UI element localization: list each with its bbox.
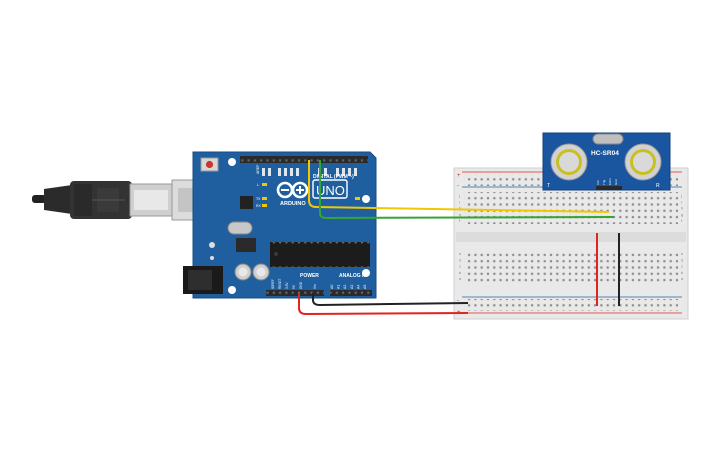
svg-text:L: L xyxy=(257,183,259,187)
digital-label: DIGITAL (PWM ~) xyxy=(313,174,354,180)
row-letter: d xyxy=(459,257,461,262)
analog-pin-label: A3 xyxy=(350,285,354,289)
led-tx: TX xyxy=(256,197,267,201)
row-letter: g xyxy=(681,212,683,217)
sensor-pin-label: Vcc xyxy=(596,179,600,185)
mark-t: T xyxy=(547,183,550,189)
row-letter: h xyxy=(681,206,683,211)
reset-button[interactable] xyxy=(200,157,219,172)
wires xyxy=(298,160,620,316)
model-label: UNO xyxy=(316,183,345,198)
analog-pin-label: A5 xyxy=(363,285,367,289)
svg-text:ON: ON xyxy=(362,197,368,201)
vin-label: Vin xyxy=(313,284,317,289)
transducer-t xyxy=(550,143,588,181)
wire-red-power xyxy=(298,293,469,316)
analog-pin-label: A2 xyxy=(343,285,347,289)
row-letter: a xyxy=(459,276,462,281)
row-letter: f xyxy=(459,218,461,223)
rail-minus-label: - xyxy=(457,183,459,189)
led-rx: RX xyxy=(256,204,267,208)
rail-plus-label: + xyxy=(457,173,461,179)
arduino-uno-board: AREF DIGITAL (PWM ~) ARDUINO UNO L TX RX xyxy=(183,151,377,299)
row-letter: j xyxy=(458,193,460,198)
row-letter: c xyxy=(459,264,461,269)
mounting-hole xyxy=(228,158,236,166)
svg-text:RX: RX xyxy=(256,204,262,208)
ioref-label: IOREF xyxy=(271,279,275,289)
mounting-hole xyxy=(228,286,236,294)
reset-label: RESET xyxy=(278,278,282,289)
atmega-chip xyxy=(270,242,370,267)
brand-label: ARDUINO xyxy=(280,201,306,207)
mounting-hole xyxy=(362,195,370,203)
row-letter: e xyxy=(681,251,684,256)
row-letter: e xyxy=(459,251,462,256)
aref-label: AREF xyxy=(256,165,260,174)
sensor-model: HC-SR04 xyxy=(591,150,619,157)
row-letter: h xyxy=(459,206,461,211)
rail-minus-label-bottom: - xyxy=(457,298,459,304)
analog-pin-label: A0 xyxy=(330,285,334,289)
sensor-pin-label: Gnd xyxy=(614,179,618,185)
wire-yellow xyxy=(308,160,610,213)
row-letter: i xyxy=(459,199,460,204)
transducer-r xyxy=(624,143,662,181)
row-letter: d xyxy=(681,257,683,262)
row-letter: g xyxy=(459,212,461,217)
led-on: ON xyxy=(355,197,368,201)
row-letter: f xyxy=(681,218,683,223)
usb-chip xyxy=(240,196,253,209)
wire-green xyxy=(319,160,615,220)
row-letter: b xyxy=(459,270,462,275)
capacitor xyxy=(252,263,270,281)
v5-label: 5V xyxy=(292,284,296,289)
wire-black-gnd xyxy=(312,293,469,307)
analog-label: ANALOG IN xyxy=(339,273,367,279)
capacitor xyxy=(234,263,252,281)
icsp-header xyxy=(236,238,256,252)
crystal xyxy=(227,221,253,235)
mark-r: R xyxy=(656,183,660,189)
power-label: POWER xyxy=(300,273,319,279)
mounting-hole xyxy=(362,269,370,277)
row-letter: j xyxy=(680,193,682,198)
sensor-pin-label: Trig xyxy=(602,180,606,185)
analog-pin-label: A4 xyxy=(356,285,360,289)
arduino-infinity-icon xyxy=(276,181,309,199)
sensor-pin-label: Echo xyxy=(608,178,612,185)
row-letter: a xyxy=(681,276,684,281)
row-letter: i xyxy=(681,199,682,204)
analog-pin-label: A1 xyxy=(337,285,341,289)
svg-text:TX: TX xyxy=(256,197,261,201)
row-letter: c xyxy=(681,264,683,269)
gnd-label: GND xyxy=(299,281,303,289)
v33-label: 3.3V xyxy=(285,282,289,289)
row-letter: b xyxy=(681,270,684,275)
led-l: L xyxy=(257,183,267,187)
